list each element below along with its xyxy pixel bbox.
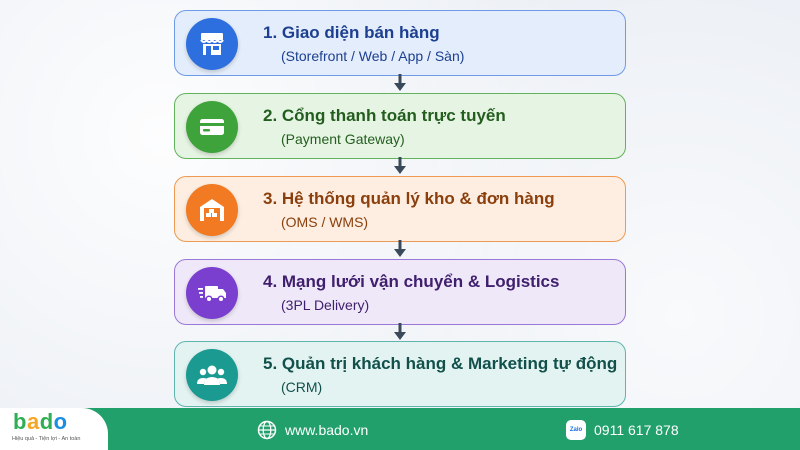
warehouse-icon <box>186 184 238 236</box>
phone-number: 0911 617 878 <box>594 422 679 438</box>
customers-group-icon <box>186 349 238 401</box>
step-title: 2. Cổng thanh toán trực tuyến <box>263 106 506 125</box>
step-subtitle: (Storefront / Web / App / Sàn) <box>281 48 465 64</box>
arrow-down-icon <box>394 323 406 340</box>
logo-letter: b <box>13 409 27 434</box>
step-title: 5. Quản trị khách hàng & Marketing tự độ… <box>263 354 618 373</box>
step-storefront: 1. Giao diện bán hàng (Storefront / Web … <box>174 10 626 76</box>
delivery-truck-icon <box>186 267 238 319</box>
step-warehouse-oms: 3. Hệ thống quản lý kho & đơn hàng (OMS … <box>174 176 626 242</box>
brand-tagline: Hiệu quả - Tiện lợi - An toàn <box>12 436 81 442</box>
logo-letter: o <box>53 409 68 434</box>
phone-contact[interactable]: Zalo 0911 617 878 <box>566 420 679 440</box>
step-subtitle: (3PL Delivery) <box>281 297 370 313</box>
logo-container <box>0 408 108 450</box>
step-subtitle: (Payment Gateway) <box>281 131 405 147</box>
step-subtitle: (OMS / WMS) <box>281 214 369 230</box>
step-title: 4. Mạng lưới vận chuyển & Logistics <box>263 272 560 291</box>
step-logistics: 4. Mạng lưới vận chuyển & Logistics (3PL… <box>174 259 626 325</box>
logo-letter: d <box>39 409 54 434</box>
arrow-down-icon <box>394 157 406 174</box>
storefront-icon <box>186 18 238 70</box>
credit-card-icon <box>186 101 238 153</box>
step-payment-gateway: 2. Cổng thanh toán trực tuyến (Payment G… <box>174 93 626 159</box>
step-title: 3. Hệ thống quản lý kho & đơn hàng <box>263 189 555 208</box>
globe-icon <box>257 420 277 440</box>
arrow-down-icon <box>394 74 406 91</box>
zalo-label: Zalo <box>569 427 583 433</box>
brand-logo[interactable]: bado <box>13 409 68 435</box>
logo-letter: a <box>26 409 40 434</box>
footer-bar <box>0 408 800 450</box>
zalo-icon: Zalo <box>566 420 586 440</box>
step-title: 1. Giao diện bán hàng <box>263 23 440 42</box>
website-text: www.bado.vn <box>285 422 369 438</box>
step-crm: 5. Quản trị khách hàng & Marketing tự độ… <box>174 341 626 407</box>
arrow-down-icon <box>394 240 406 257</box>
step-subtitle: (CRM) <box>281 379 323 395</box>
website-link[interactable]: www.bado.vn <box>257 420 368 440</box>
